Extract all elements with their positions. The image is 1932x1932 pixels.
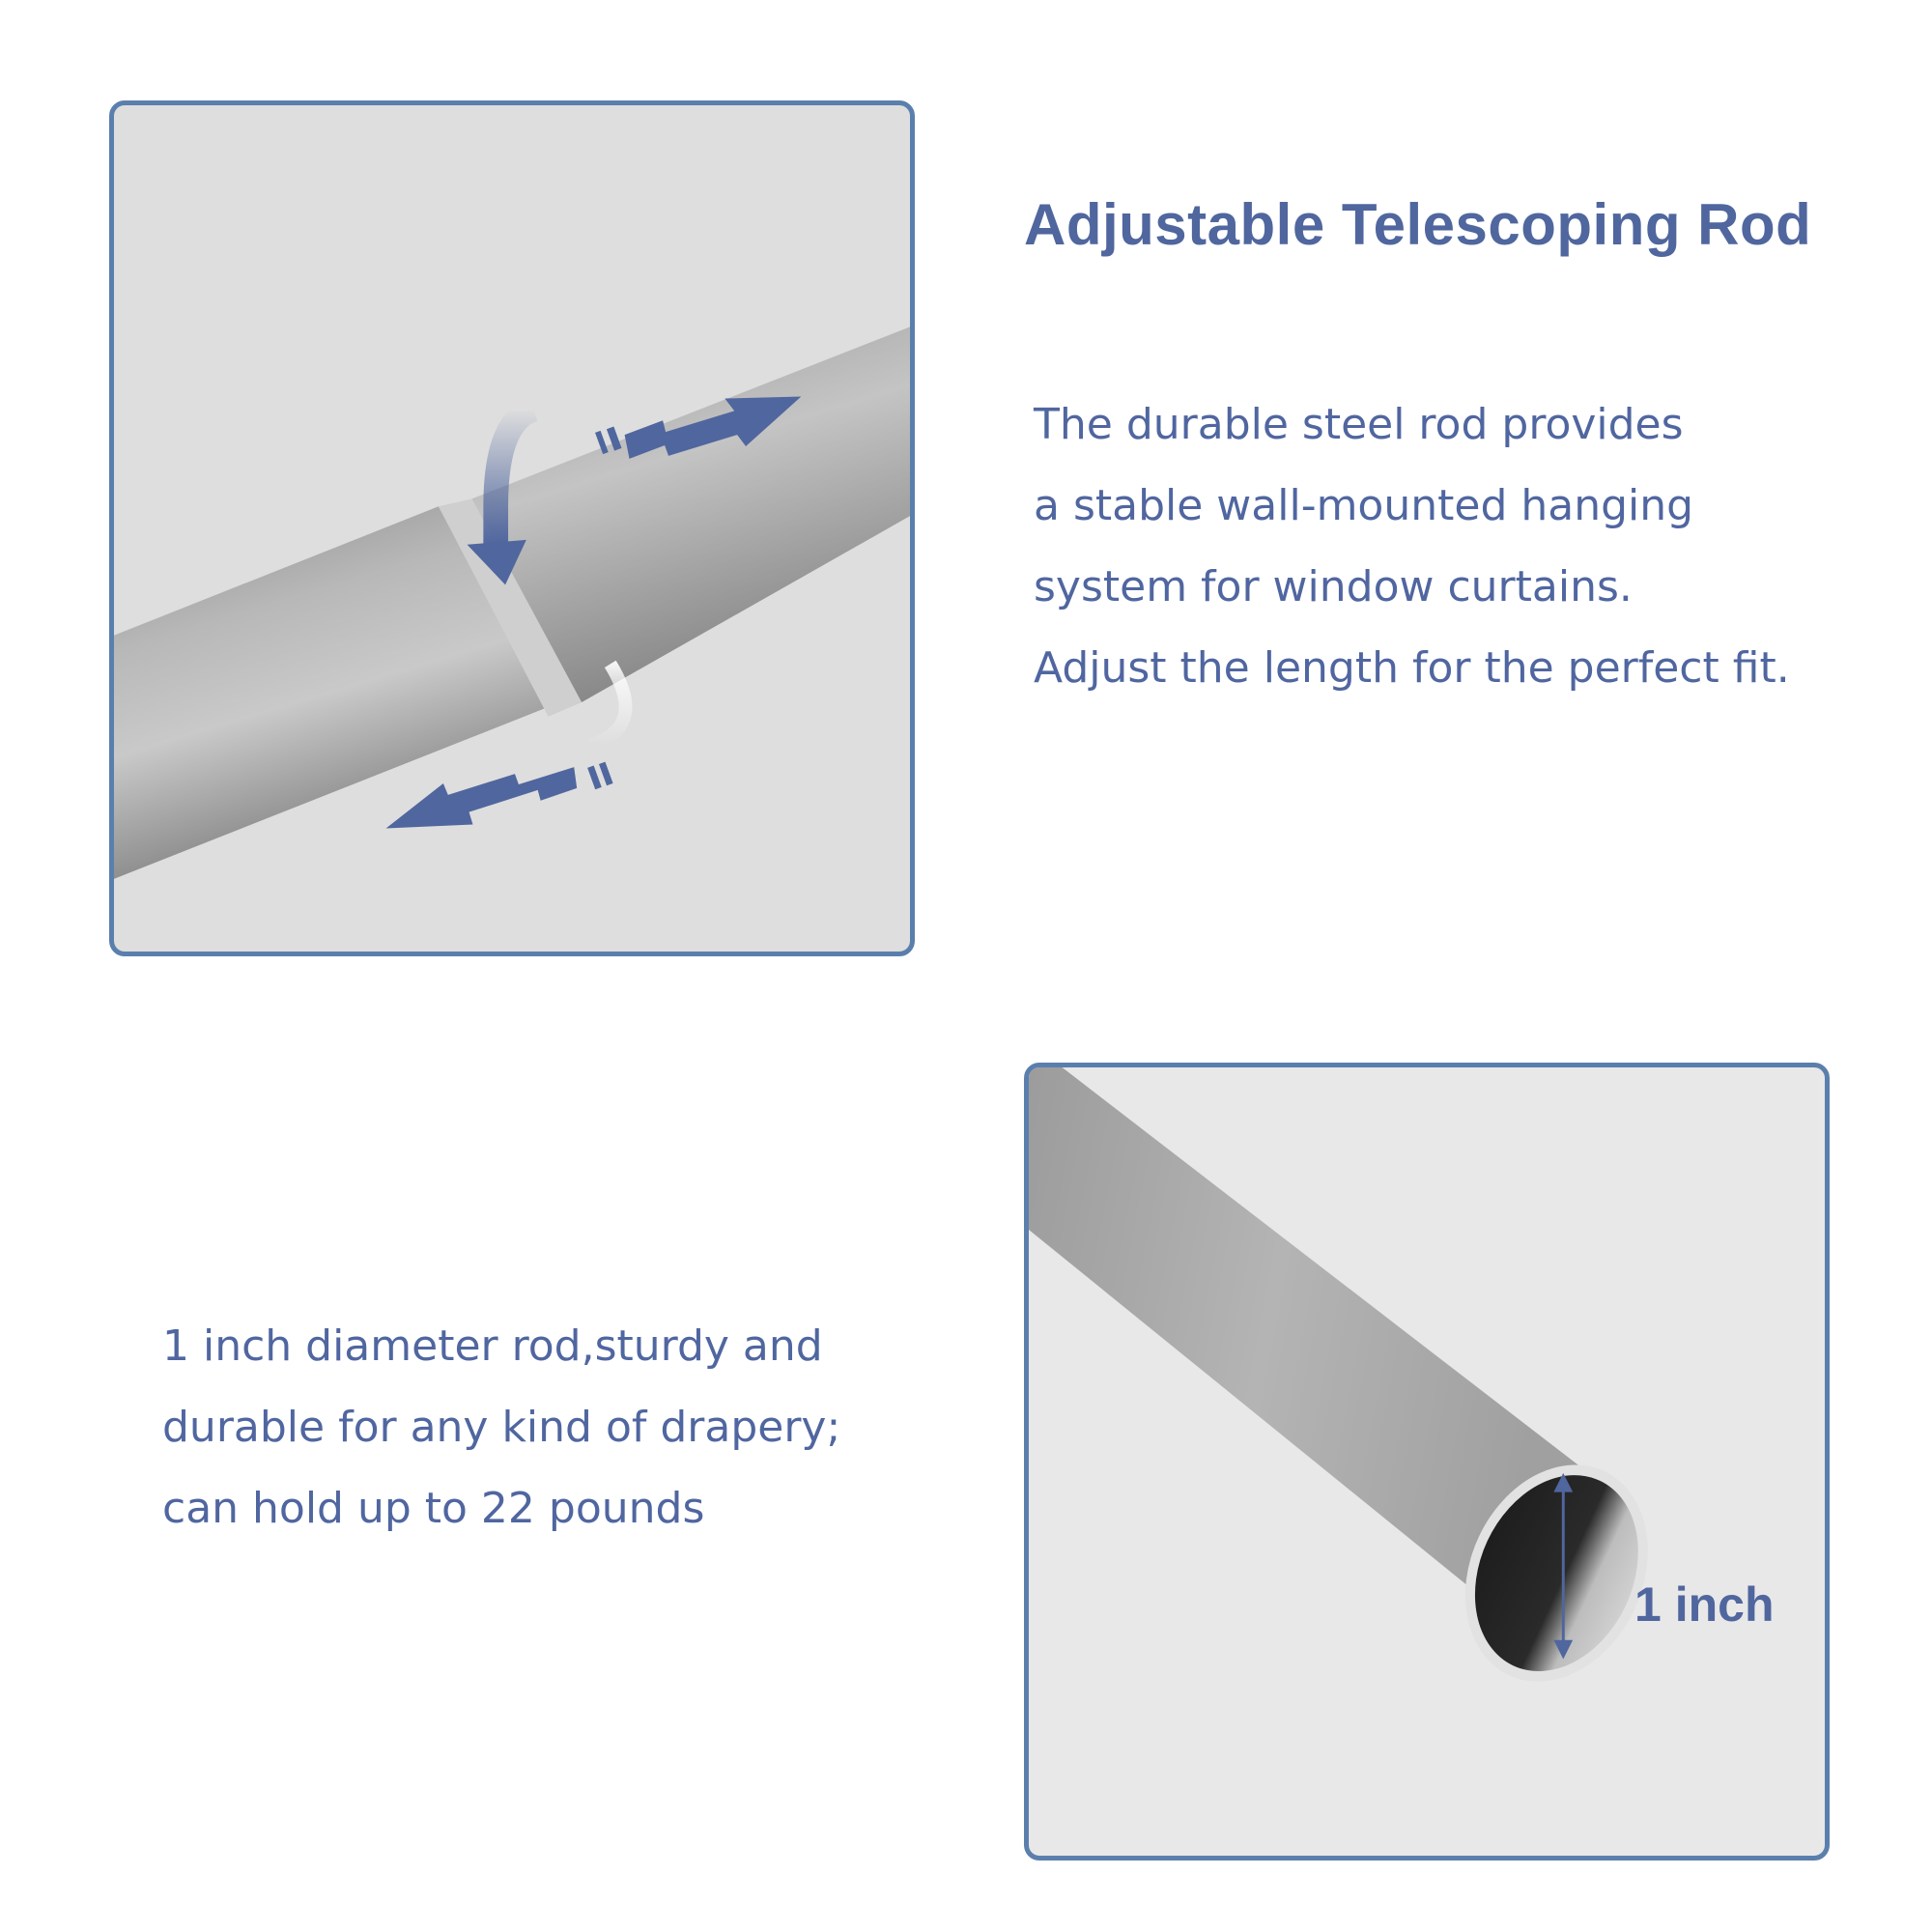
double-headed-arrow-icon xyxy=(1553,1472,1574,1660)
description-line: can hold up to 22 pounds xyxy=(162,1484,705,1533)
extend-right-arrow-icon xyxy=(595,396,802,459)
diameter-label: 1 inch xyxy=(1634,1577,1775,1632)
diameter-description: 1 inch diameter rod,sturdy and durable f… xyxy=(162,1306,840,1549)
description-line: Adjust the length for the perfect fit. xyxy=(1034,643,1790,693)
rod-description: The durable steel rod provides a stable … xyxy=(1034,384,1790,709)
rod-end-illustration xyxy=(1029,1067,1648,1682)
rotate-arrow-icon xyxy=(467,397,539,585)
telescoping-joint-image-panel xyxy=(109,100,915,956)
description-line: a stable wall-mounted hanging xyxy=(1034,481,1694,530)
description-line: durable for any kind of drapery; xyxy=(162,1403,841,1452)
page-title: Adjustable Telescoping Rod xyxy=(1024,192,1812,257)
extend-left-arrow-icon xyxy=(385,761,613,829)
description-line: The durable steel rod provides xyxy=(1034,400,1684,449)
rod-diameter-image-panel xyxy=(1024,1063,1830,1861)
description-line: system for window curtains. xyxy=(1034,562,1633,611)
rod-joint-illustration xyxy=(114,327,910,879)
description-line: 1 inch diameter rod,sturdy and xyxy=(162,1321,823,1371)
